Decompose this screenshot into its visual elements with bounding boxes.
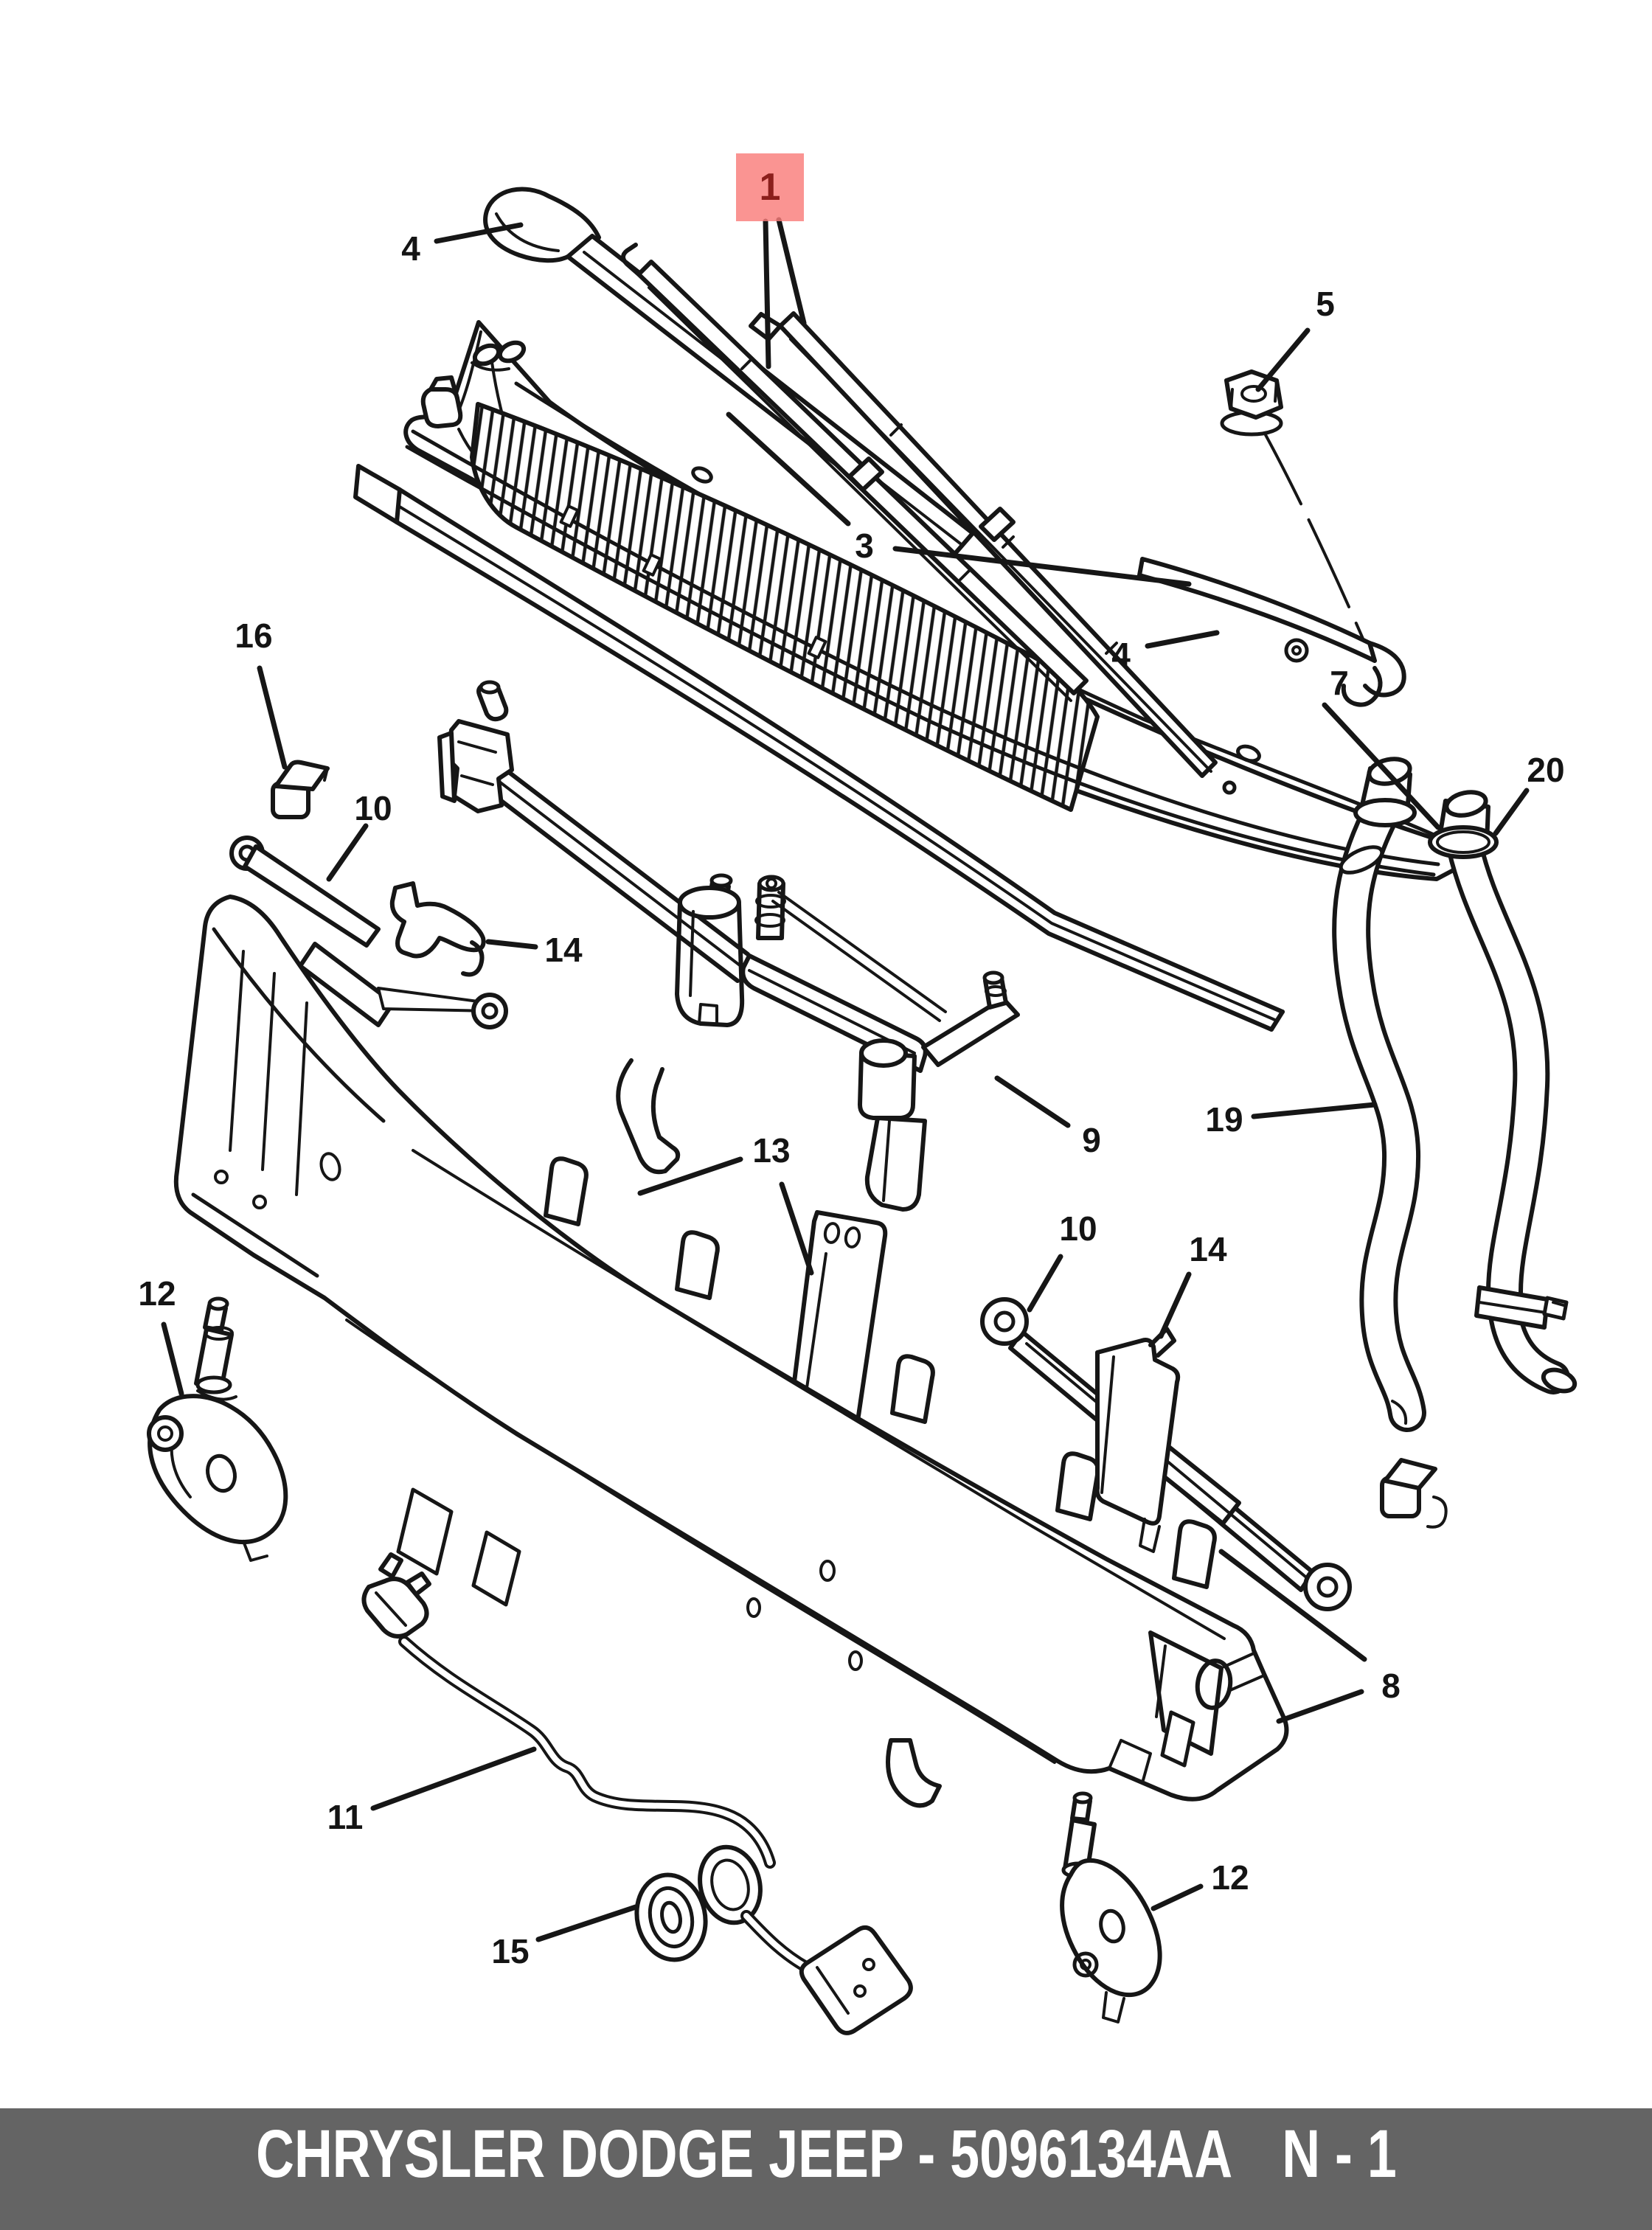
leader-line-1	[776, 217, 807, 326]
leader-line-20	[1493, 788, 1530, 836]
clip-16	[271, 760, 330, 819]
callout-20[interactable]: 20	[1527, 751, 1565, 789]
callout-15[interactable]: 15	[491, 1932, 530, 1970]
leader-line-3	[726, 411, 851, 527]
support-brace	[789, 1210, 888, 1439]
cowl-plenum-panel	[173, 895, 1289, 1808]
leader-line-4-left	[434, 222, 524, 244]
leader-line-10-left	[326, 823, 369, 882]
callout-12-right[interactable]: 12	[1211, 1858, 1249, 1897]
callout-12-left[interactable]: 12	[138, 1274, 176, 1313]
callout-5[interactable]: 5	[1316, 285, 1335, 323]
washer-nozzle-right	[1060, 1791, 1162, 2024]
leader-line-7	[1322, 702, 1441, 830]
leader-line-12-left	[161, 1321, 184, 1397]
leader-line-13	[637, 1156, 743, 1196]
callout-14-left[interactable]: 14	[544, 931, 583, 969]
callout-4-right[interactable]: 4	[1111, 636, 1131, 674]
leader-line-4-right	[1145, 630, 1220, 649]
footer-page-reference: N - 1	[1281, 2116, 1397, 2192]
callout-13[interactable]: 13	[752, 1131, 791, 1170]
cowl-grille-panel	[403, 320, 1486, 881]
callout-14-right[interactable]: 14	[1189, 1230, 1227, 1268]
callout-7[interactable]: 7	[1330, 664, 1349, 702]
wiper-arm-right	[1137, 417, 1406, 707]
footer-text-row: CHRYSLER DODGE JEEP - 5096134AA N - 1	[255, 2116, 1397, 2192]
washer-harness	[361, 1552, 913, 2035]
washer-nozzle-left	[147, 1296, 288, 1562]
wiper-blade-right	[749, 311, 1218, 778]
leader-line-8	[1276, 1689, 1364, 1724]
link-bar-right	[980, 1297, 1448, 1611]
footer-brand-part-number: CHRYSLER DODGE JEEP - 5096134AA	[255, 2116, 1232, 2192]
drain-hoses	[1332, 757, 1578, 1432]
leader-line-12-right	[1150, 1883, 1204, 1911]
callout-10-left[interactable]: 10	[354, 789, 392, 827]
hex-nut	[1220, 369, 1283, 437]
wiper-linkage	[229, 680, 1020, 1212]
cowl-seal-strip	[353, 464, 1285, 1032]
callout-10-right[interactable]: 10	[1059, 1209, 1097, 1248]
callout-leader-lines	[161, 217, 1530, 1942]
callout-1[interactable]: 1	[736, 153, 804, 221]
callout-16[interactable]: 16	[235, 616, 273, 655]
callout-4-left[interactable]: 4	[401, 229, 420, 268]
leader-line-14-right	[1158, 1271, 1192, 1339]
leader-line-14-left	[485, 939, 538, 950]
leader-line-1	[763, 218, 771, 369]
callout-11[interactable]: 11	[327, 1798, 364, 1836]
callout-9[interactable]: 9	[1082, 1121, 1101, 1159]
leader-line-13	[779, 1181, 814, 1276]
leader-line-11	[370, 1746, 537, 1811]
leader-line-16	[257, 665, 288, 770]
callout-19[interactable]: 19	[1205, 1100, 1243, 1139]
leader-line-9	[994, 1075, 1071, 1128]
leader-line-3	[892, 546, 1192, 587]
leader-line-15	[535, 1904, 639, 1942]
leader-line-8	[1218, 1549, 1367, 1662]
leader-line-5	[1255, 327, 1311, 392]
leader-line-10-right	[1027, 1254, 1063, 1313]
leader-line-19	[1251, 1102, 1378, 1119]
catalog-footer-bar: CHRYSLER DODGE JEEP - 5096134AA N - 1	[0, 2108, 1652, 2230]
callout-8[interactable]: 8	[1381, 1667, 1401, 1705]
callout-3[interactable]: 3	[855, 527, 874, 565]
